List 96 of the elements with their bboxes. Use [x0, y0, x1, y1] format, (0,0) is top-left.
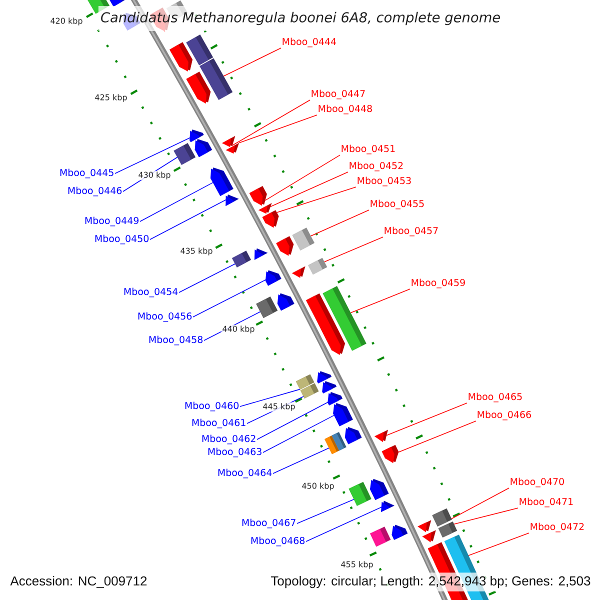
leader-line — [310, 210, 370, 236]
gene-block — [256, 296, 278, 318]
leader-line — [114, 137, 191, 174]
gene-label: Mboo_0449 — [85, 216, 139, 226]
leader-line — [256, 402, 328, 440]
gene-label: Mboo_0456 — [138, 312, 192, 322]
gene-block — [418, 520, 432, 532]
scale-label: 455 kbp — [340, 560, 374, 570]
leader-line — [468, 532, 530, 556]
leader-line — [270, 172, 348, 208]
leader-line — [238, 114, 318, 144]
leader-line — [324, 236, 384, 262]
gene-label: Mboo_0471 — [520, 498, 573, 508]
gene-block — [382, 444, 399, 464]
leader-line — [386, 402, 468, 436]
gene-label: Mboo_0470 — [510, 478, 564, 488]
gene-block — [300, 383, 319, 399]
scale-label: 425 kbp — [94, 93, 128, 103]
leader-line — [398, 420, 476, 453]
leader-line — [192, 279, 266, 318]
gene-label: Mboo_0461 — [192, 418, 246, 428]
gene-label: Mboo_0446 — [68, 186, 122, 196]
gene-label: Mboo_0464 — [218, 468, 272, 478]
scale-label: 435 kbp — [179, 246, 214, 256]
gene-label: Mboo_0447 — [312, 90, 365, 100]
gene-label: Mboo_0453 — [358, 176, 411, 186]
leader-line — [306, 506, 383, 542]
gene-block — [322, 381, 337, 394]
gene-block — [438, 521, 458, 538]
leader-line — [150, 198, 228, 240]
gene-block — [276, 236, 294, 256]
gene-block — [186, 34, 214, 66]
gene-block — [292, 266, 306, 278]
leader-line — [262, 414, 334, 453]
leader-line — [240, 388, 300, 407]
gene-block — [348, 482, 372, 506]
gene-block — [344, 426, 362, 444]
gene-block — [174, 143, 196, 165]
gene-block — [324, 432, 346, 454]
gene-block — [317, 371, 332, 384]
scale-label: 430 kbp — [137, 170, 172, 180]
leader-line — [350, 288, 410, 314]
scale-label: 445 kbp — [262, 402, 296, 412]
gene-block — [370, 478, 389, 500]
scale-label: 450 kbp — [300, 482, 336, 492]
gene-label: Mboo_0472 — [530, 522, 584, 532]
gene-label: Mboo_0451 — [342, 144, 395, 154]
gene-label: Mboo_0448 — [318, 104, 372, 114]
gene-block — [258, 203, 272, 214]
leader-line — [140, 182, 214, 222]
gene-label: Mboo_0459 — [412, 278, 465, 288]
leader-line — [451, 488, 510, 520]
gene-label: Mboo_0452 — [350, 162, 403, 172]
footer-text: Accession: NC_009712 — [9, 572, 148, 592]
leader-line — [454, 508, 518, 524]
gene-label: Mboo_0457 — [384, 226, 438, 236]
gene-label: Mboo_0458 — [149, 336, 203, 346]
gene-label: Mboo_0466 — [478, 410, 531, 420]
gene-block — [232, 250, 252, 268]
gene-label: Mboo_0463 — [208, 448, 262, 458]
gene-label: Mboo_0455 — [370, 200, 424, 210]
leader-line — [296, 498, 354, 524]
gene-block — [422, 530, 436, 542]
gene-block — [277, 293, 294, 311]
gene-block — [194, 139, 212, 158]
gene-label: Mboo_0462 — [202, 434, 256, 444]
leader-line — [232, 100, 310, 146]
gene-block — [226, 194, 239, 206]
gene-block — [322, 286, 366, 351]
leader-line — [272, 448, 330, 474]
gene-block — [222, 136, 236, 148]
gene-label: Mboo_0450 — [95, 234, 149, 244]
footer-text: Topology: circular; Length: 2,542,943 bp; Genes: 2,503 — [270, 572, 592, 592]
gene-label: Mboo_0454 — [124, 288, 178, 298]
scale-label: 420 kbp — [49, 16, 84, 26]
gene-block — [392, 524, 408, 540]
leader-line — [276, 186, 356, 213]
gene-label: Mboo_0465 — [468, 392, 522, 402]
leader-line — [264, 154, 340, 201]
gene-label: Mboo_0445 — [60, 168, 114, 178]
gene-label: Mboo_0444 — [282, 38, 336, 48]
gene-label: Mboo_0468 — [251, 536, 305, 546]
gene-label: Mboo_0467 — [242, 518, 296, 528]
gene-label: Mboo_0460 — [185, 402, 239, 412]
gene-block — [432, 508, 452, 526]
gene-block — [374, 430, 388, 442]
gene-block — [226, 142, 240, 154]
gene-block — [370, 526, 391, 547]
gene-block — [249, 186, 267, 206]
gene-block — [292, 228, 315, 250]
scale-label: 440 kbp — [221, 324, 256, 334]
gene-block — [328, 392, 343, 406]
gene-block — [308, 258, 328, 274]
gene-block — [254, 248, 268, 260]
gene-block — [380, 500, 394, 512]
gene-block — [265, 270, 282, 286]
